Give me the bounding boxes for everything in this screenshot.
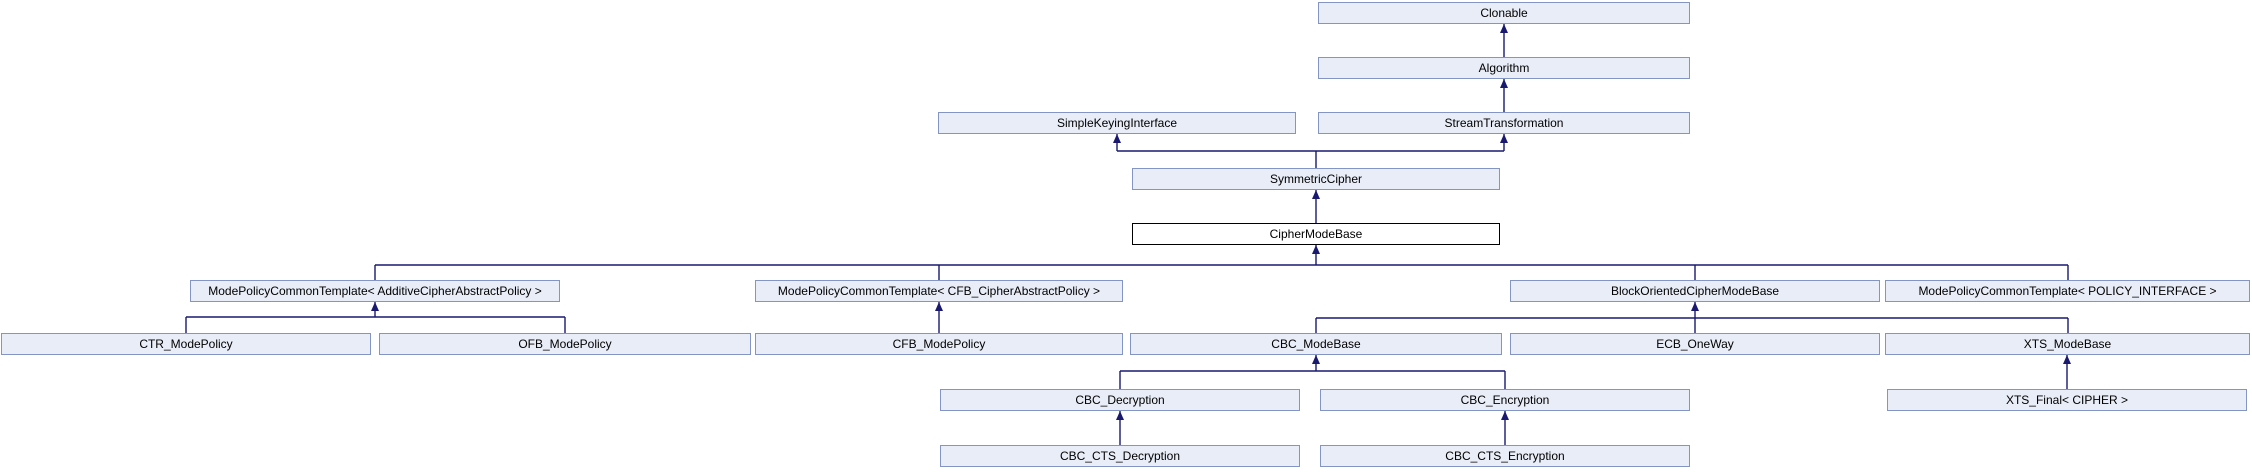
- arrowhead-icon: [1312, 245, 1320, 254]
- node-mpct-cfb-cipherabstractpolicy[interactable]: ModePolicyCommonTemplate< CFB_CipherAbst…: [755, 280, 1123, 302]
- edge-children-blockoriented: [1315, 302, 2069, 333]
- node-xts-final-cipher[interactable]: XTS_Final< CIPHER >: [1887, 389, 2247, 411]
- arrowhead-icon: [935, 302, 943, 311]
- node-cbc-encryption[interactable]: CBC_Encryption: [1320, 389, 1690, 411]
- arrowhead-icon: [371, 302, 379, 311]
- arrowhead-icon: [1116, 411, 1124, 420]
- node-xts-modebase[interactable]: XTS_ModeBase: [1885, 333, 2250, 355]
- node-streamtransformation[interactable]: StreamTransformation: [1318, 112, 1690, 134]
- node-blockorientedciphermodebase[interactable]: BlockOrientedCipherModeBase: [1510, 280, 1880, 302]
- node-simplekeyinginterface[interactable]: SimpleKeyingInterface: [938, 112, 1296, 134]
- node-cbc-cts-encryption[interactable]: CBC_CTS_Encryption: [1320, 445, 1690, 467]
- arrowhead-icon: [1691, 302, 1699, 311]
- edge-children-ciphermodebase: [374, 245, 2069, 280]
- edge-children-mpct-additive: [185, 302, 566, 333]
- node-cfb-modepolicy[interactable]: CFB_ModePolicy: [755, 333, 1123, 355]
- arrowhead-icon: [1312, 355, 1320, 364]
- node-cbc-modebase[interactable]: CBC_ModeBase: [1130, 333, 1502, 355]
- node-ciphermodebase: CipherModeBase: [1132, 223, 1500, 245]
- edge-children-cbcmodebase: [1119, 355, 1506, 389]
- node-cbc-decryption[interactable]: CBC_Decryption: [940, 389, 1300, 411]
- edge-symmetriccipher-parents: [1116, 134, 1505, 168]
- node-clonable[interactable]: Clonable: [1318, 2, 1690, 24]
- arrowhead-icon: [2063, 355, 2071, 364]
- arrowhead-icon: [1500, 24, 1508, 33]
- arrowhead-icon: [1501, 411, 1509, 420]
- arrowhead-icon: [1500, 79, 1508, 88]
- node-ctr-modepolicy[interactable]: CTR_ModePolicy: [1, 333, 371, 355]
- node-ofb-modepolicy[interactable]: OFB_ModePolicy: [379, 333, 751, 355]
- arrowhead-icon: [1312, 190, 1320, 199]
- node-symmetriccipher[interactable]: SymmetricCipher: [1132, 168, 1500, 190]
- node-mpct-policy-interface[interactable]: ModePolicyCommonTemplate< POLICY_INTERFA…: [1885, 280, 2250, 302]
- node-mpct-additivecipherabstractpolicy[interactable]: ModePolicyCommonTemplate< AdditiveCipher…: [190, 280, 560, 302]
- node-algorithm[interactable]: Algorithm: [1318, 57, 1690, 79]
- node-ecb-oneway[interactable]: ECB_OneWay: [1510, 333, 1880, 355]
- node-cbc-cts-decryption[interactable]: CBC_CTS_Decryption: [940, 445, 1300, 467]
- arrowhead-icon: [1113, 134, 1121, 143]
- arrowhead-icon: [1500, 134, 1508, 143]
